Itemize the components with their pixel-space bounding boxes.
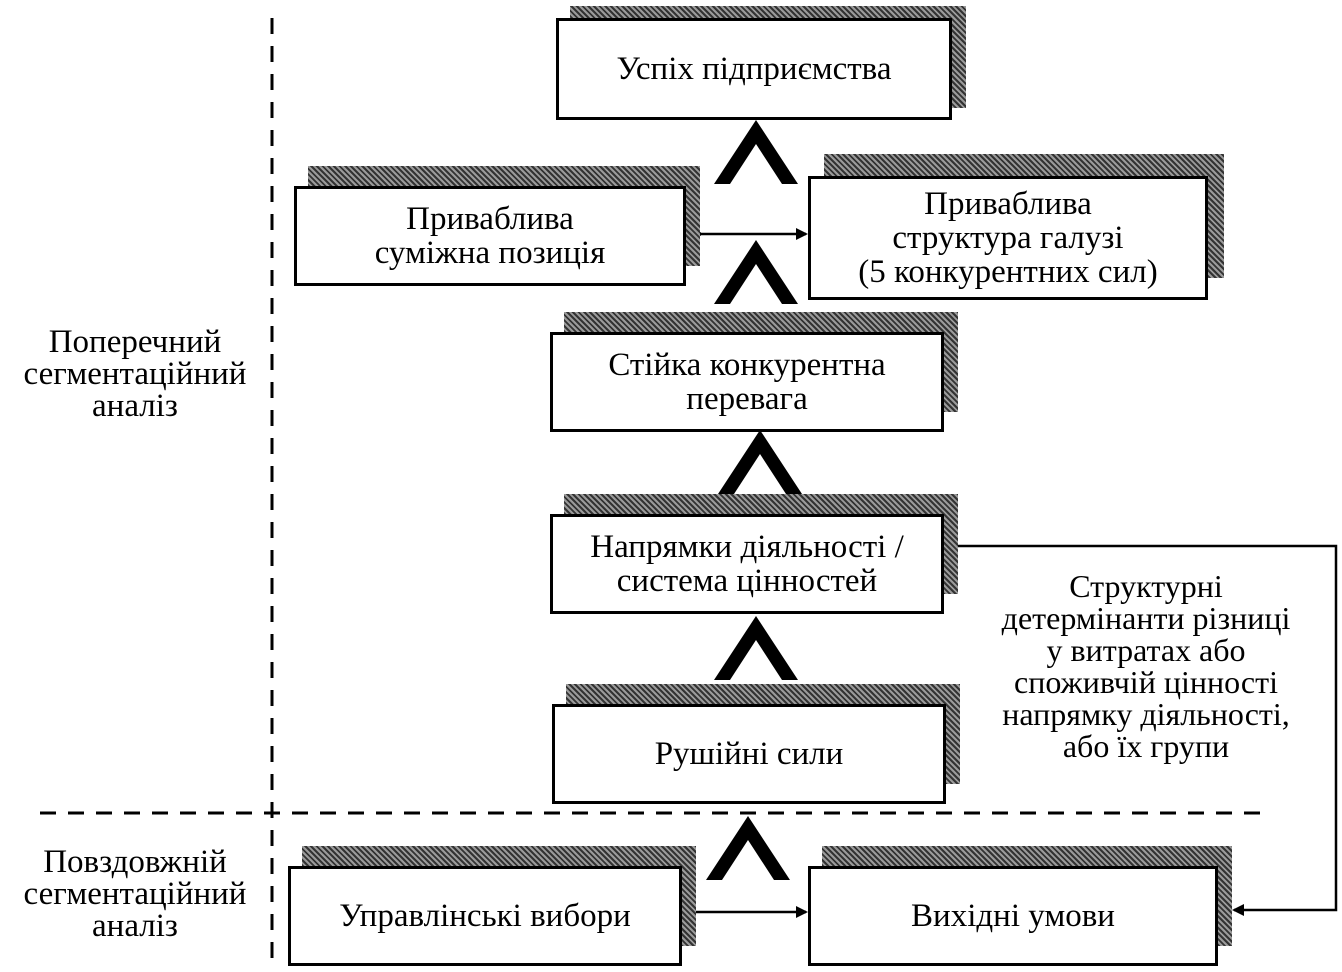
adjacent-position-box-label: Приваблива суміжна позиція [374,201,606,271]
drivers-box-label: Рушійні сили [654,736,844,772]
initial-conditions-box: Вихідні умови [808,866,1218,966]
adjacent-position-box: Приваблива суміжна позиція [294,186,686,286]
activities-box: Напрямки діяльності / система цінностей [550,514,944,614]
drivers-box: Рушійні сили [552,704,946,804]
chevron-arrow-1 [714,120,798,184]
feedback-connector [944,544,1338,916]
cross-sectional-label: Поперечний сегментаційний аналіз [23,324,247,424]
success-box-label: Успіх підприємства [616,51,892,87]
managerial-choices-box-label: Управлінські вибори [339,898,631,934]
chevron-arrow-5 [706,816,790,880]
activities-box-label: Напрямки діяльності / система цінностей [590,529,904,599]
industry-structure-box-label: Приваблива структура галузі (5 конкурент… [858,186,1158,290]
chevron-arrow-4 [714,616,798,680]
structural-determinants-annotation: Структурні детермінанти різниці у витрат… [1001,568,1291,764]
chevron-arrow-2 [714,240,798,304]
managerial-choices-box: Управлінські вибори [288,866,682,966]
initial-conditions-box-label: Вихідні умови [911,898,1115,934]
competitive-advantage-box: Стійка конкурентна перевага [550,332,944,432]
chevron-arrow-3 [718,430,802,494]
industry-structure-box: Приваблива структура галузі (5 конкурент… [808,176,1208,300]
competitive-advantage-box-label: Стійка конкурентна перевага [608,347,886,417]
longitudinal-label: Повздовжній сегментаційний аналіз [23,844,247,944]
success-box: Успіх підприємства [556,18,952,120]
